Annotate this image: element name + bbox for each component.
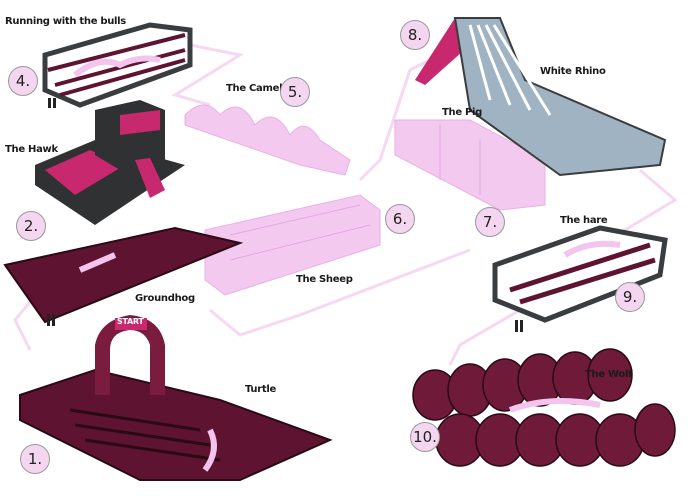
station-label-the-hawk: The Hawk <box>5 144 58 155</box>
running-with-the-bulls-inflatable <box>42 22 193 108</box>
station-number-4: 4. <box>8 66 38 96</box>
the-camel-inflatable <box>184 104 351 176</box>
station-label-the-sheep: The Sheep <box>296 274 353 285</box>
station-number-9: 9. <box>615 282 645 312</box>
station-label-turtle: Turtle <box>245 384 276 395</box>
groundhog-inflatable <box>3 226 244 324</box>
station-label-running-with-the-bulls: Running with the bulls <box>5 16 126 27</box>
the-pig-inflatable <box>394 119 546 211</box>
station-number-8: 8. <box>400 20 430 50</box>
station-label-the-wolf: The Wolf <box>585 369 633 380</box>
station-label-the-hare: The hare <box>560 215 608 226</box>
white-rhino-inflatable <box>415 17 667 177</box>
the-sheep-inflatable <box>204 194 381 296</box>
station-label-the-camel: The Camel <box>226 83 283 94</box>
station-label-white-rhino: White Rhino <box>540 66 606 77</box>
the-hare-inflatable <box>492 225 668 323</box>
station-number-10: 10. <box>410 422 440 452</box>
people-figures <box>47 98 523 332</box>
route-path <box>13 43 678 366</box>
the-hawk-inflatable <box>35 100 185 225</box>
station-label-the-pig: The Pig <box>442 107 483 118</box>
station-number-6: 6. <box>385 204 415 234</box>
turtle-inflatable <box>19 315 333 481</box>
station-number-2: 2. <box>16 211 46 241</box>
station-number-1: 1. <box>20 444 50 474</box>
start-sign: START <box>117 317 144 326</box>
station-label-groundhog: Groundhog <box>135 293 195 304</box>
the-wolf-inflatable <box>412 348 676 467</box>
station-number-5: 5. <box>280 77 310 107</box>
station-number-7: 7. <box>475 207 505 237</box>
